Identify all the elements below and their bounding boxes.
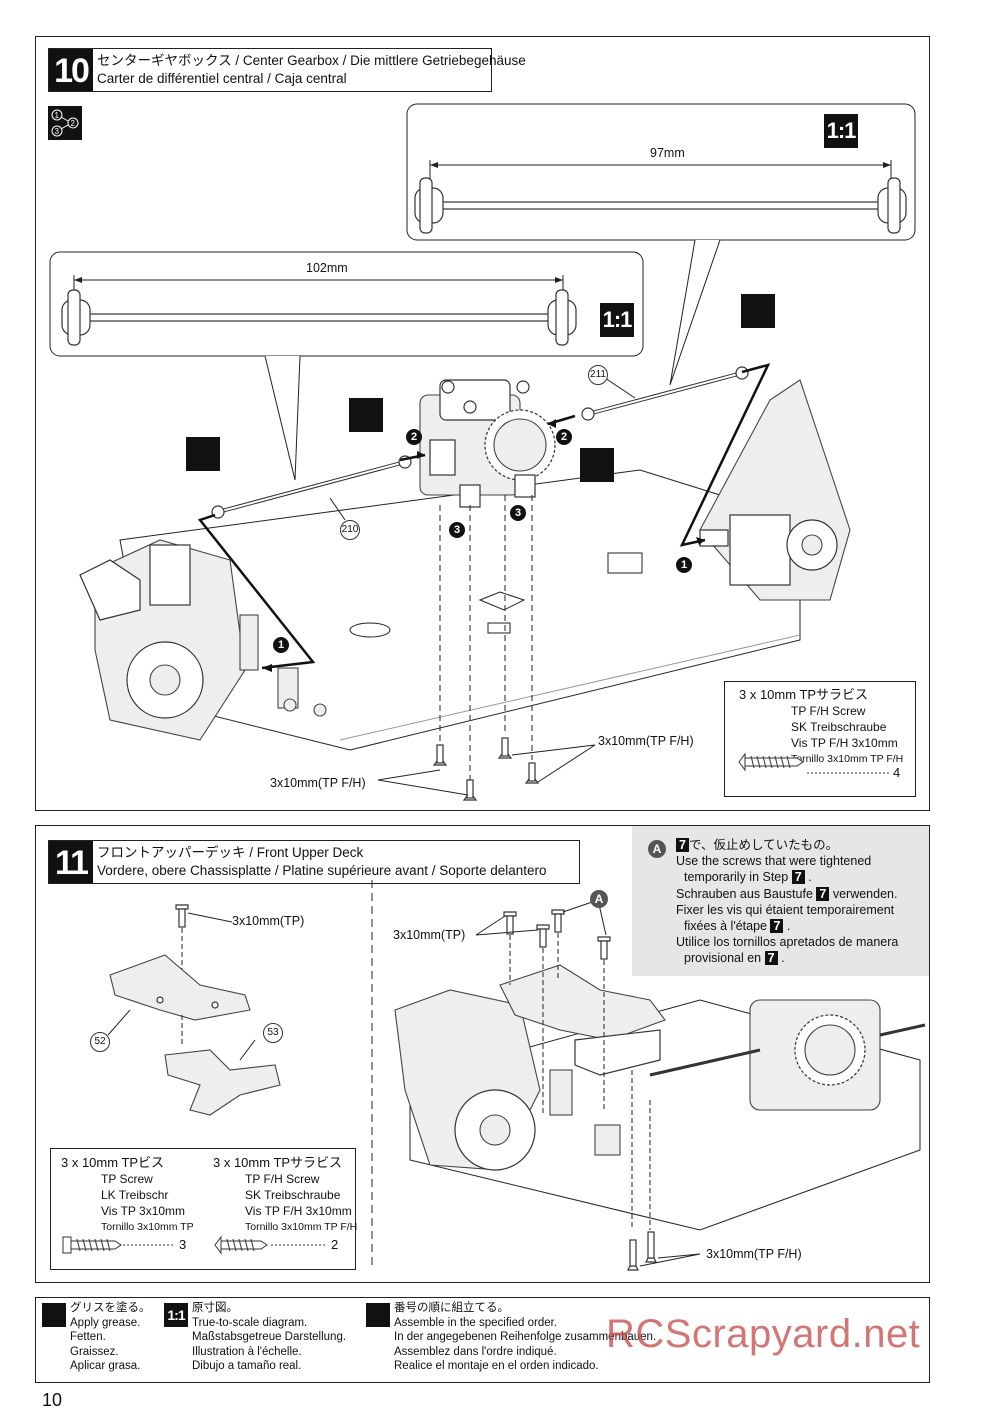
step-ref-7: 7 bbox=[764, 951, 778, 966]
step-ref-7: 7 bbox=[816, 886, 830, 901]
step10-title-line2: Carter de différentiel central / Caja ce… bbox=[97, 71, 347, 86]
step11-panel bbox=[35, 825, 930, 1283]
watermark: RCScrapyard.net bbox=[606, 1312, 921, 1356]
grease-icon bbox=[42, 1303, 66, 1327]
svg-text:1: 1 bbox=[55, 111, 60, 120]
svg-text:2: 2 bbox=[71, 119, 76, 128]
step-marker-2: 2 bbox=[406, 429, 422, 445]
part-ref-52: 52 bbox=[90, 1032, 110, 1052]
footer-order-text: 番号の順に組立てる。Assemble in the specified orde… bbox=[394, 1302, 657, 1372]
step11-title-line2: Vordere, obere Chassisplatte / Platine s… bbox=[97, 863, 547, 878]
step-marker-1: 1 bbox=[273, 637, 289, 653]
grease-icon bbox=[349, 398, 383, 432]
page-number: 10 bbox=[42, 1390, 63, 1410]
step10-header: 10 センターギヤボックス / Center Gearbox / Die mit… bbox=[48, 48, 526, 92]
scale-1to1-icon: 1:1 bbox=[164, 1303, 188, 1327]
part-ref-210: 210 bbox=[340, 520, 360, 540]
step11-header: 11 フロントアッパーデッキ / Front Upper Deck Vorder… bbox=[48, 840, 580, 884]
shaft-long-length: 102mm bbox=[306, 261, 348, 275]
svg-text:3: 3 bbox=[55, 127, 60, 136]
step10-screw-legend: 3 x 10mm TPサラビス TP F/H Screw SK Treibsch… bbox=[724, 681, 916, 797]
screw-icons bbox=[62, 1235, 327, 1255]
screw-label-fh-right: 3x10mm(TP F/H) bbox=[598, 734, 694, 748]
step10-number: 10 bbox=[49, 49, 93, 91]
footer-legend bbox=[35, 1297, 930, 1383]
step-ref-7: 7 bbox=[770, 919, 784, 934]
step10-title-line1: センターギヤボックス / Center Gearbox / Die mittle… bbox=[97, 53, 526, 68]
marker-a-icon: A bbox=[590, 890, 608, 908]
marker-a-icon: A bbox=[648, 840, 666, 858]
step-marker-1: 1 bbox=[676, 557, 692, 573]
legend-size: 3 x 10mm TPサラビス bbox=[739, 687, 869, 702]
assembly-order-icon: 1 2 3 bbox=[48, 106, 82, 140]
scale-1to1-icon-long: 1:1 bbox=[600, 303, 634, 337]
part-ref-53: 53 bbox=[263, 1023, 283, 1043]
step11-title-line1: フロントアッパーデッキ / Front Upper Deck bbox=[97, 845, 364, 860]
part-ref-211: 211 bbox=[588, 365, 608, 385]
footer-scale-text: 原寸図。True-to-scale diagram.Maßstabsgetreu… bbox=[192, 1302, 347, 1372]
step11-screw-legend: 3 x 10mm TPビス TP Screw LK Treibschr Vis … bbox=[50, 1148, 357, 1270]
footer-grease-text: グリスを塗る。Apply grease.Fetten.Graissez.Apli… bbox=[70, 1302, 151, 1372]
grease-icon bbox=[580, 448, 614, 482]
screw-tp-label-left: 3x10mm(TP) bbox=[232, 914, 305, 928]
step-ref-7: 7 bbox=[676, 838, 689, 852]
step-ref-7: 7 bbox=[791, 870, 805, 885]
step11-number: 11 bbox=[49, 841, 93, 883]
step-marker-2: 2 bbox=[556, 429, 572, 445]
legend-count: 4 bbox=[893, 765, 901, 780]
step10-panel bbox=[35, 36, 930, 811]
assembly-order-icon bbox=[366, 1303, 390, 1327]
assembly-order-graphic: 1 2 3 bbox=[51, 109, 79, 137]
grease-icon bbox=[741, 294, 775, 328]
screw-fh-label: 3x10mm(TP F/H) bbox=[706, 1247, 802, 1261]
scale-1to1-icon-short: 1:1 bbox=[824, 114, 858, 148]
step-marker-3: 3 bbox=[449, 522, 465, 538]
grease-icon bbox=[186, 437, 220, 471]
shaft-short-length: 97mm bbox=[650, 146, 685, 160]
screw-tp-label-right: 3x10mm(TP) bbox=[393, 928, 466, 942]
fh-screw-icon bbox=[738, 752, 890, 774]
step-marker-3: 3 bbox=[510, 505, 526, 521]
screw-label-fh-left: 3x10mm(TP F/H) bbox=[270, 776, 366, 790]
